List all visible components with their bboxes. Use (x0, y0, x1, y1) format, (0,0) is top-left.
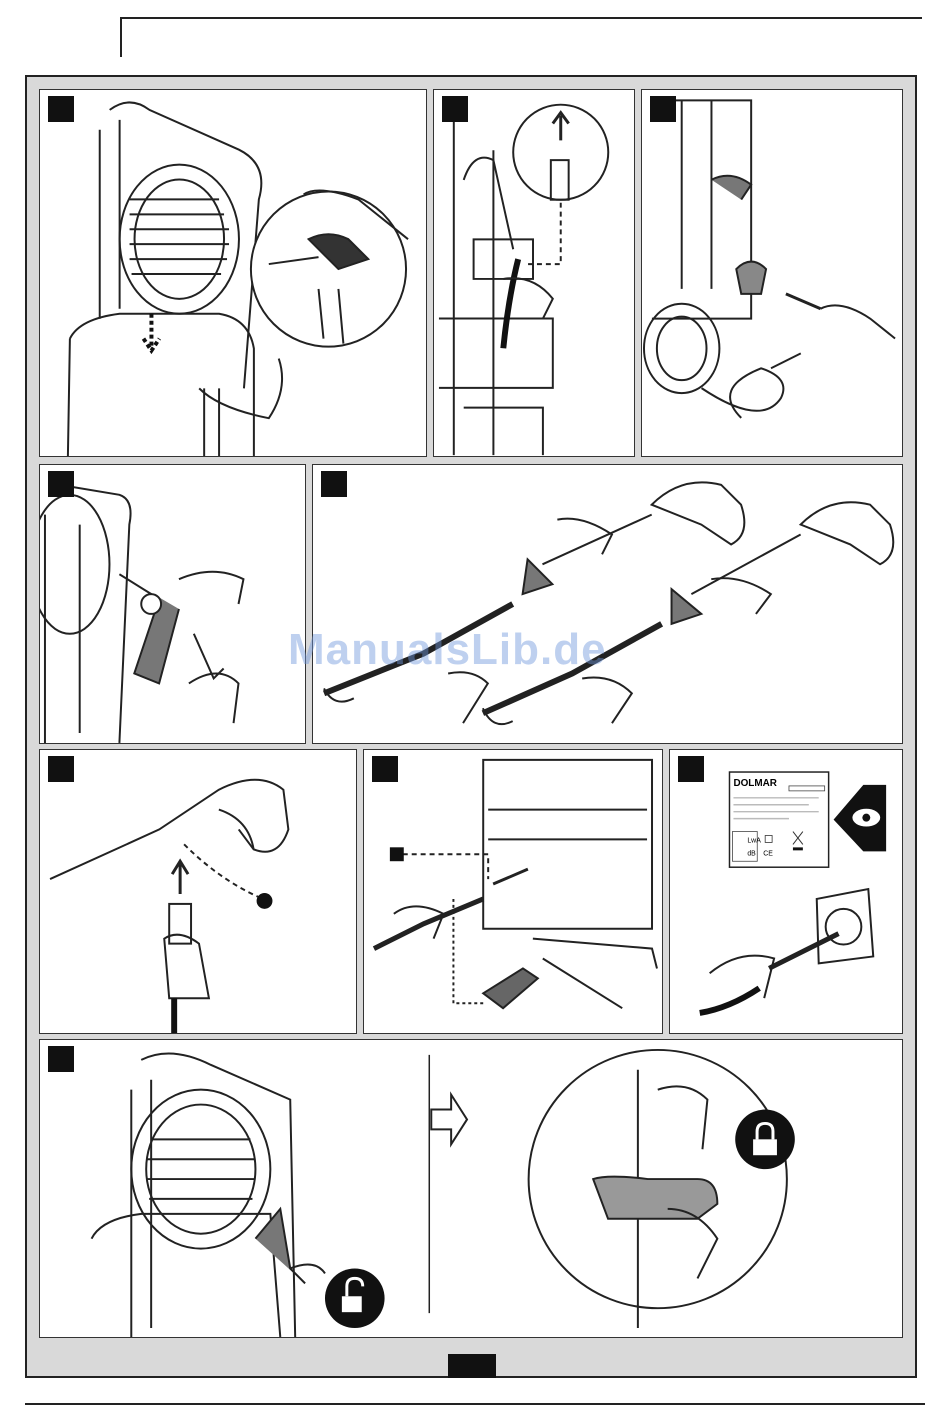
gun-nozzle-drawing (40, 750, 356, 1033)
step-marker (650, 96, 676, 122)
crank-mount-drawing (40, 465, 305, 743)
label-db-text: dB (747, 850, 756, 857)
panel-water-inlet (363, 749, 663, 1034)
step-marker (372, 756, 398, 782)
step-marker (442, 96, 468, 122)
hose-reel-mount-drawing (40, 90, 426, 456)
header-corner-rule (120, 17, 122, 57)
crank-lock-drawing (40, 1040, 902, 1337)
watermark-text: ManualsLib.de (288, 625, 607, 675)
lock-closed-icon (735, 1110, 795, 1170)
step-marker (48, 756, 74, 782)
water-inlet-drawing (364, 750, 662, 1033)
panel-crank-mount (39, 464, 306, 744)
step-marker (678, 756, 704, 782)
rating-plate-plug-drawing: DOLMAR LwA dB CE (670, 750, 902, 1033)
lance-assembly-drawing (313, 465, 902, 743)
hose-connect-drawing (434, 90, 634, 456)
panel-gun-nozzle (39, 749, 357, 1034)
label-brand-text: DOLMAR (733, 778, 776, 789)
header-rule (120, 17, 922, 19)
page-number-block (448, 1354, 496, 1378)
holder-screw-drawing (642, 90, 902, 456)
step-marker (48, 1046, 74, 1072)
eye-arrow-icon (834, 785, 887, 851)
step-marker (48, 471, 74, 497)
label-lwa-text: LwA (747, 837, 761, 844)
panel-hose-reel-mount (39, 89, 427, 457)
lock-open-icon (325, 1268, 385, 1328)
panel-rating-plate-plug: DOLMAR LwA dB CE (669, 749, 903, 1034)
footer-rule (25, 1403, 925, 1405)
step-marker (48, 96, 74, 122)
step-marker (321, 471, 347, 497)
panel-holder-screw (641, 89, 903, 457)
panel-lance-assembly (312, 464, 903, 744)
label-ce-text: CE (763, 850, 773, 857)
panel-crank-lock (39, 1039, 903, 1338)
panel-hose-connect (433, 89, 635, 457)
